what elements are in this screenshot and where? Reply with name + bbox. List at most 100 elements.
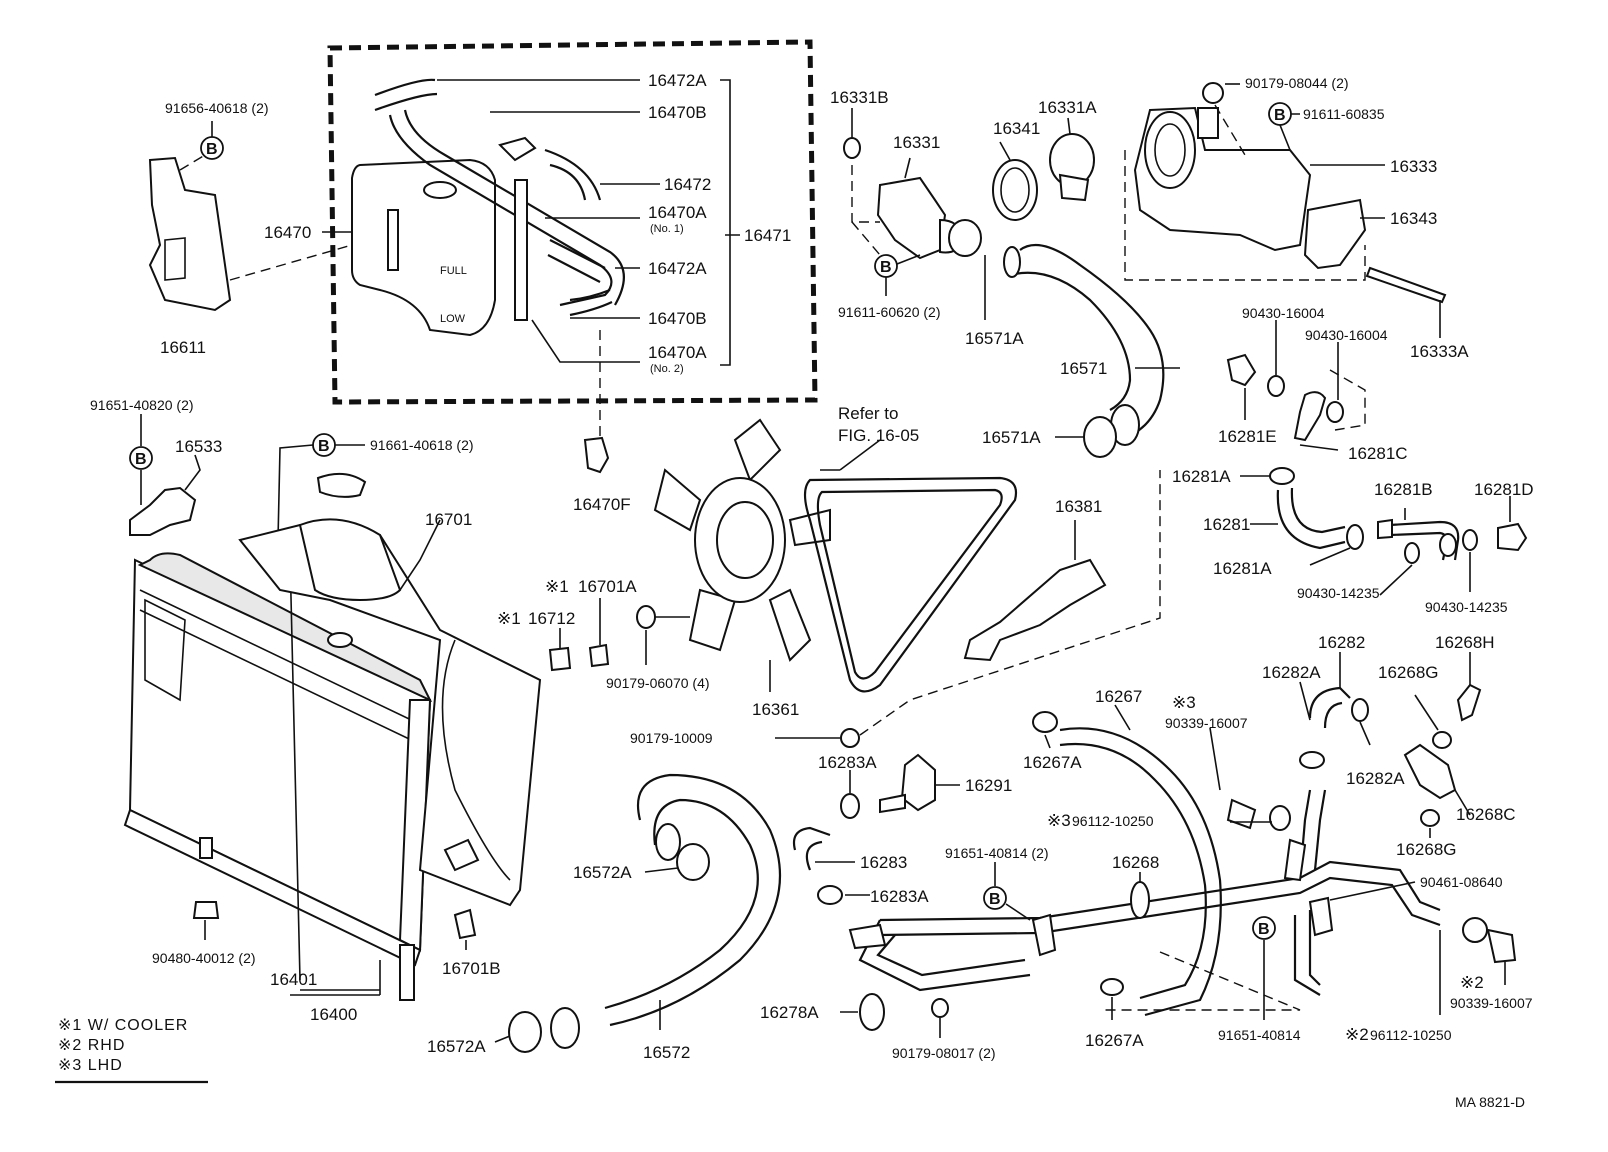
union-bolt-16281D: [1497, 522, 1528, 552]
clamp-16281A-top: [1269, 467, 1295, 485]
bracket-16611-bolt-dash: [179, 154, 206, 171]
label-16381: 16381: [1055, 497, 1102, 516]
clamp-16571A-top: [948, 219, 982, 257]
clamp-16281A-bot: [1346, 524, 1364, 550]
b-symbol-7: B: [1258, 921, 1270, 938]
gasket-nut-leaders: [840, 1011, 941, 1038]
pipe-16268-clip: [1130, 881, 1150, 919]
fan-shroud-upper: [298, 518, 402, 602]
fan-hub-inner: [716, 501, 774, 579]
b-symbol-1: B: [206, 141, 218, 158]
label-90461-08640: 90461-08640: [1420, 874, 1503, 890]
water-outlet-leaders: [1279, 113, 1385, 166]
label-16472: 16472: [664, 175, 711, 194]
nut-90179-08017: [931, 998, 949, 1018]
hose-16572-end-bot: [550, 1007, 580, 1049]
gasket-16268G-top: [1432, 731, 1452, 749]
label-16283A-bot: 16283A: [870, 887, 929, 906]
label-mark2-90339: ※2: [1460, 973, 1484, 992]
pipe-16268-drop: [1293, 910, 1321, 996]
pipe-16268-dashes: [1100, 951, 1301, 1011]
label-16470A-no2-sub: (No. 2): [650, 363, 684, 375]
label-16571A-bot: 16571A: [982, 428, 1041, 447]
bracket-16381: [963, 558, 1107, 662]
b-bolt-symbol-6: [983, 886, 1007, 910]
tank-full-mark: FULL: [440, 265, 467, 277]
label-91611-60835: 91611-60835: [1303, 106, 1385, 122]
label-16470F: 16470F: [573, 495, 631, 514]
pipe-16268-riser: [1298, 789, 1327, 879]
water-outlet-flange: [1144, 111, 1196, 189]
fitting-16268C-leader: [1454, 789, 1471, 816]
refer-leader: [820, 439, 881, 471]
valve-16291: [900, 753, 936, 812]
reserve-tank: [351, 158, 496, 337]
fan-shroud-16701: [238, 518, 542, 907]
tank-valve: [498, 136, 537, 162]
fitting-16268C: [1403, 743, 1457, 800]
label-16281B: 16281B: [1374, 480, 1433, 499]
leader-91661: [277, 444, 365, 541]
legend: ※1 W/ COOLER ※2 RHD ※3 LHD: [55, 1017, 208, 1084]
fan-shroud-ring: [441, 639, 511, 881]
clamp-16267A-top: [1032, 711, 1058, 733]
clamp-16282A-left: [1299, 751, 1325, 769]
fan-shroud-bracket: [443, 838, 480, 872]
water-valve-group: [792, 753, 960, 905]
gasket-16268G-bot: [1420, 809, 1440, 827]
label-90339-16007-rhd: 90339-16007: [1450, 995, 1533, 1011]
label-16331A: 16331A: [1038, 98, 1097, 117]
water-outlet-16333: B: [1124, 82, 1447, 338]
fan-blade-4: [768, 588, 812, 662]
label-90430-14235-a: 90430-14235: [1297, 585, 1380, 601]
clamp-16572A-top: [676, 843, 710, 881]
clamp-96112-10250-lhd: [1269, 805, 1291, 831]
water-outlet-neck: [1197, 107, 1219, 139]
b-symbol-6: B: [989, 891, 1001, 908]
label-16611: 16611: [160, 338, 206, 357]
label-16361: 16361: [752, 700, 799, 719]
label-16472A-mid: 16472A: [648, 259, 707, 278]
union-16281C: [1293, 391, 1327, 442]
refer-text-line2: FIG. 16-05: [838, 426, 919, 445]
clip-16712: [548, 646, 572, 672]
fan-16361: [653, 418, 831, 692]
v-belt-outer: [803, 476, 1018, 693]
label-16281A-top: 16281A: [1172, 467, 1231, 486]
label-16282A-bot: 16282A: [1346, 769, 1405, 788]
hose-16470A-no2: [514, 179, 528, 321]
label-91651-40814-2: 91651-40814 (2): [945, 845, 1049, 861]
label-16268: 16268: [1112, 853, 1159, 872]
label-91661-40618: 91661-40618 (2): [370, 437, 474, 453]
label-91656-40618: 91656-40618 (2): [165, 100, 269, 116]
pipe-16268-bracket-b: [1283, 838, 1307, 882]
refer-text-line1: Refer to: [838, 404, 898, 423]
clip-leaders: [559, 598, 601, 648]
tank-low-mark: LOW: [440, 313, 466, 325]
label-16470B-bot: 16470B: [648, 309, 707, 328]
label-16701B: 16701B: [442, 959, 501, 978]
label-16267A-top: 16267A: [1023, 753, 1082, 772]
hose-16267-leaders: [1044, 704, 1131, 1020]
label-16533: 16533: [175, 437, 222, 456]
label-16471: 16471: [744, 226, 791, 245]
clip-16701A: [588, 643, 610, 668]
clamp-16283A-bot: [817, 885, 843, 905]
label-16572A-top: 16572A: [573, 863, 632, 882]
clamp-16572A-bot: [508, 1011, 542, 1053]
thermostat-16331A-base: [1058, 173, 1090, 202]
pipe-16268-top: [879, 860, 1441, 922]
gasket-16278A: [859, 993, 885, 1031]
label-16283A-top: 16283A: [818, 753, 877, 772]
hose-16472: [544, 148, 602, 201]
nut-90179-06070: [636, 605, 656, 629]
legend-item-lhd: ※3 LHD: [58, 1057, 123, 1074]
radiator-hose-16571: [1003, 243, 1180, 458]
tank-group-bracket: [720, 79, 740, 366]
label-90179-10009: 90179-10009: [630, 730, 713, 746]
gasket-90430-14235-leaders: [1379, 552, 1471, 596]
fan-blade-2: [653, 468, 702, 532]
union-16281E: [1226, 353, 1257, 387]
label-16701: 16701: [425, 510, 472, 529]
thermostat-leader: [1067, 117, 1071, 135]
